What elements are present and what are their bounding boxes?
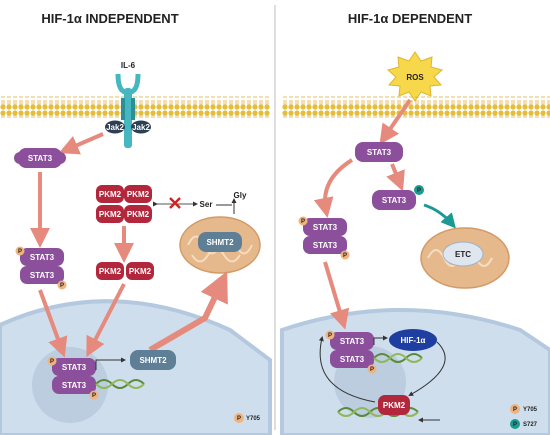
legend-right: P Y705 P S727 bbox=[510, 404, 538, 429]
stat3-nuclear-left: STAT3 STAT3 P P bbox=[47, 356, 99, 400]
pkm2-label: PKM2 bbox=[99, 190, 122, 199]
hif1a-node: HIF-1α bbox=[389, 329, 437, 351]
stat3-label-1: STAT3 bbox=[28, 154, 53, 163]
stat3-cytoplasm-right: STAT3 bbox=[355, 142, 403, 162]
pkm2-label: PKM2 bbox=[99, 210, 122, 219]
pkm2-label: PKM2 bbox=[99, 267, 122, 276]
right-panel-title: HIF-1α DEPENDENT bbox=[348, 11, 472, 26]
ser-label: Ser bbox=[200, 200, 213, 209]
arrow-pkm2-to-nucleus bbox=[86, 283, 126, 358]
jak2-right-label: Jak2 bbox=[132, 123, 150, 132]
arrow-stat3-to-hif bbox=[373, 335, 388, 345]
gly-label: Gly bbox=[234, 191, 247, 200]
ros-label: ROS bbox=[406, 73, 424, 82]
svg-text:P: P bbox=[343, 253, 347, 259]
jak2-left-label: Jak2 bbox=[106, 123, 124, 132]
stat3-label: STAT3 bbox=[62, 363, 87, 372]
etc-complex: ETC bbox=[442, 241, 484, 267]
legend-right-s727: S727 bbox=[523, 422, 538, 428]
pkm2-nuclear-label: PKM2 bbox=[383, 401, 406, 410]
cell-membrane-right bbox=[282, 96, 550, 118]
stat3-label: STAT3 bbox=[367, 148, 392, 157]
ros-burst-icon: ROS bbox=[386, 51, 444, 102]
svg-text:P: P bbox=[237, 416, 241, 422]
arrow-pkm2-to-stat3 bbox=[318, 336, 376, 403]
arrow-hif-to-pkm2 bbox=[408, 341, 446, 396]
stat3-label-3: STAT3 bbox=[30, 271, 55, 280]
arrow-dimer-to-nucleus bbox=[38, 289, 68, 358]
pkm2-nuclear-right: PKM2 bbox=[378, 395, 410, 415]
arrow-stat3-to-etc bbox=[423, 203, 456, 229]
stat3-label: STAT3 bbox=[313, 223, 338, 232]
shmt2-nuclear-label: SHMT2 bbox=[139, 356, 167, 365]
pkm2-label: PKM2 bbox=[129, 267, 152, 276]
jak2-right: Jak2 bbox=[131, 120, 151, 134]
stat3-cytoplasm-left: STAT3 bbox=[14, 148, 66, 168]
phospho-y705-marker bbox=[57, 280, 67, 290]
jak2-left: Jak2 bbox=[105, 120, 125, 134]
pkm2-label: PKM2 bbox=[127, 190, 150, 199]
svg-text:P: P bbox=[513, 407, 517, 413]
legend-right-y705: Y705 bbox=[523, 407, 538, 413]
pkm2-dimer: PKM2 PKM2 bbox=[96, 262, 154, 280]
shmt2-mito-label: SHMT2 bbox=[206, 238, 234, 247]
svg-text:P: P bbox=[417, 188, 421, 194]
stat3-label: STAT3 bbox=[62, 381, 87, 390]
arrow-jak2-to-stat3 bbox=[58, 132, 104, 155]
pkm2-tetramer: PKM2 PKM2 PKM2 PKM2 bbox=[96, 185, 152, 223]
svg-text:P: P bbox=[60, 283, 64, 289]
arrow-shmt2-to-mito bbox=[148, 271, 228, 353]
il6-receptor: IL-6 bbox=[115, 61, 141, 148]
arrow-stat3-to-dimer-right bbox=[313, 158, 354, 218]
stat3-label: STAT3 bbox=[313, 241, 338, 250]
stat3-s727: STAT3 P bbox=[372, 185, 424, 210]
inhibition-x-icon bbox=[169, 197, 181, 209]
svg-text:P: P bbox=[301, 219, 305, 225]
svg-text:P: P bbox=[92, 393, 96, 399]
phospho-y705-marker bbox=[15, 246, 25, 256]
il6-label: IL-6 bbox=[121, 61, 136, 70]
etc-label: ETC bbox=[455, 250, 471, 259]
stat3-nuclear-right: STAT3 STAT3 P P bbox=[325, 330, 377, 374]
svg-text:P: P bbox=[50, 359, 54, 365]
stat3-dimer-right: STAT3 STAT3 P P bbox=[298, 216, 350, 260]
left-panel-title: HIF-1α INDEPENDENT bbox=[41, 11, 178, 26]
arrow-ros-to-stat3 bbox=[379, 98, 412, 145]
stat3-label: STAT3 bbox=[382, 196, 407, 205]
shmt2-nuclear: SHMT2 bbox=[130, 350, 176, 370]
arrow-dimer-to-nucleus-right bbox=[323, 261, 350, 330]
legend-left: P Y705 bbox=[234, 413, 261, 423]
svg-text:P: P bbox=[370, 367, 374, 373]
stat3-label-2: STAT3 bbox=[30, 253, 55, 262]
svg-text:P: P bbox=[513, 422, 517, 428]
arrow-stat3-to-s727 bbox=[386, 163, 405, 192]
svg-text:P: P bbox=[18, 249, 22, 255]
legend-left-y705: Y705 bbox=[246, 416, 261, 422]
stat3-label: STAT3 bbox=[340, 355, 365, 364]
pkm2-label: PKM2 bbox=[127, 210, 150, 219]
nucleus-right bbox=[280, 308, 550, 435]
shmt2-mito: SHMT2 bbox=[198, 232, 242, 252]
stat3-label: STAT3 bbox=[340, 337, 365, 346]
arrow-stat3-to-shmt2 bbox=[95, 357, 126, 370]
svg-text:P: P bbox=[328, 333, 332, 339]
stat3-dimer-left: STAT3 STAT3 P P bbox=[15, 246, 67, 290]
hif1a-label: HIF-1α bbox=[401, 336, 426, 345]
dna-helix-left bbox=[95, 379, 145, 389]
